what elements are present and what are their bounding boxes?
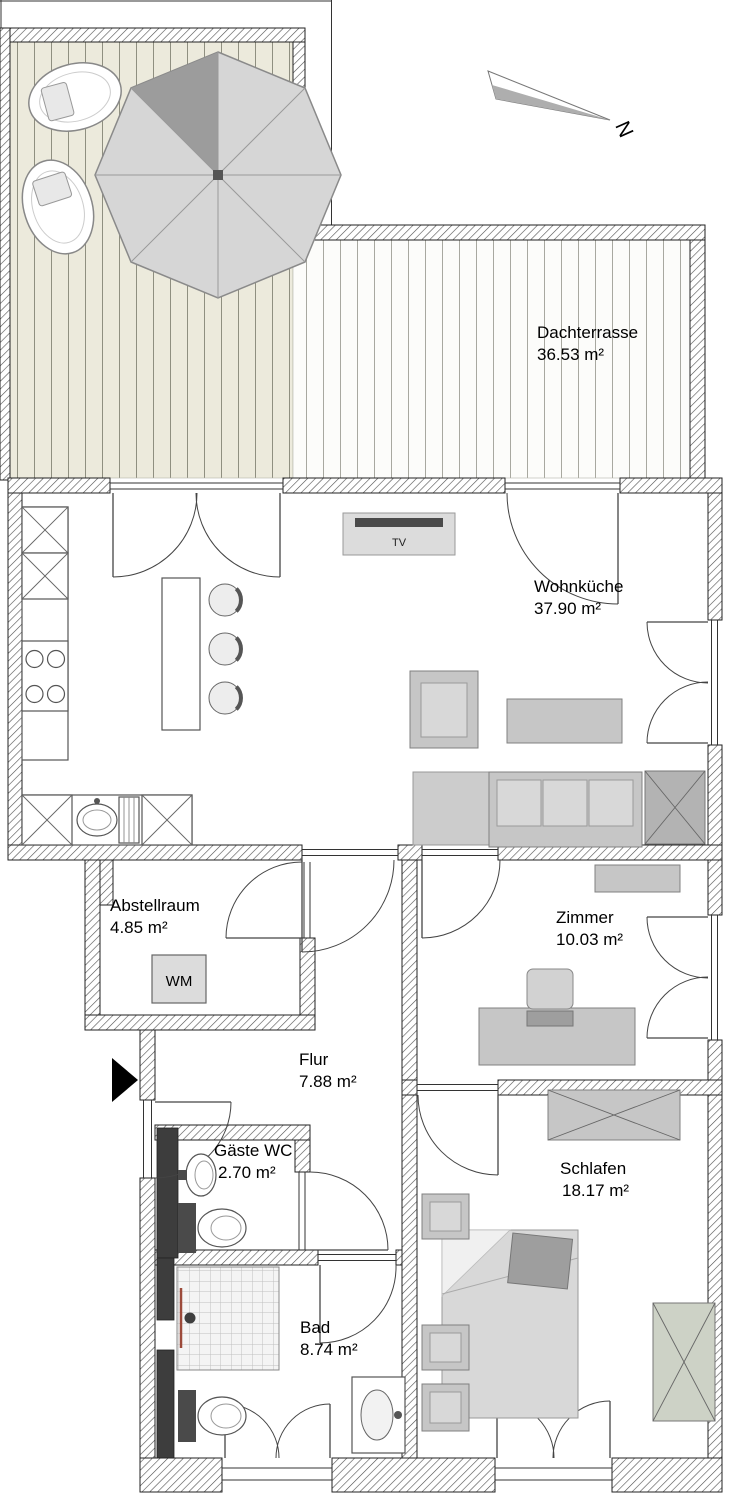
lounger-icon-2 xyxy=(21,159,95,255)
tv-screen-icon xyxy=(355,518,443,527)
living-room-furniture: TV xyxy=(342,512,706,848)
room-label-zimmer: Zimmer xyxy=(556,908,614,927)
washing-machine-label: WM xyxy=(166,973,193,990)
wc-toilet-icon xyxy=(197,1208,247,1248)
room-area-gaeste-wc: 2.70 m² xyxy=(218,1163,276,1182)
side-unit xyxy=(412,771,490,846)
room-label-bad: Bad xyxy=(300,1318,330,1337)
room-area-dachterrasse: 36.53 m² xyxy=(537,345,604,364)
north-label: N xyxy=(610,118,637,141)
tv-label: TV xyxy=(392,537,407,549)
storage-room: WM xyxy=(151,954,207,1004)
wc-toilet-tank-icon xyxy=(178,1203,196,1253)
kitchen-counter xyxy=(21,506,243,846)
kitchen-island xyxy=(161,577,201,731)
terrace-parapet-left xyxy=(0,27,11,481)
room-area-bad: 8.74 m² xyxy=(300,1340,358,1359)
sideboard xyxy=(594,864,681,893)
bathroom-sink-icon xyxy=(360,1389,394,1441)
room-labels: Dachterrasse 36.53 m² Wohnküche 37.90 m²… xyxy=(110,323,638,1359)
room-area-abstellraum: 4.85 m² xyxy=(110,918,168,937)
parasol-icon xyxy=(94,51,342,299)
entrance-arrow-icon xyxy=(112,1058,138,1102)
window-lines xyxy=(110,482,718,1481)
coffee-table xyxy=(506,698,623,744)
terrace-deck-right xyxy=(292,239,691,479)
lounger-icon xyxy=(28,62,122,132)
washing-machine-icon xyxy=(151,954,207,1004)
bathroom-fixtures xyxy=(176,1266,406,1454)
room-label-gaeste-wc: Gäste WC xyxy=(214,1141,292,1160)
toilet-icon xyxy=(197,1396,247,1436)
room-area-zimmer: 10.03 m² xyxy=(556,930,623,949)
terrace-parapet-top-left xyxy=(0,27,306,43)
installation-wall-bad-upper xyxy=(156,1257,175,1321)
toilet-tank-icon xyxy=(178,1390,196,1442)
room-label-abstellraum: Abstellraum xyxy=(110,896,200,915)
room-label-flur: Flur xyxy=(299,1050,329,1069)
terrace-parapet-top-right xyxy=(292,224,706,241)
shower-head-icon xyxy=(184,1312,196,1324)
room-area-wohnkueche: 37.90 m² xyxy=(534,599,601,618)
room-area-flur: 7.88 m² xyxy=(299,1072,357,1091)
wc-sink-icon xyxy=(185,1153,217,1197)
north-arrow-icon: N xyxy=(487,70,638,141)
room-area-schlafen: 18.17 m² xyxy=(562,1181,629,1200)
apartment-walls xyxy=(7,477,723,1493)
guest-wc-fixtures xyxy=(178,1153,247,1253)
monitor-icon xyxy=(526,1010,574,1027)
room-label-schlafen: Schlafen xyxy=(560,1159,626,1178)
desk-chair xyxy=(526,968,574,1010)
bedroom-furniture xyxy=(421,1089,716,1432)
room-label-wohnkueche: Wohnküche xyxy=(534,577,623,596)
terrace-parapet-right xyxy=(689,239,706,479)
installation-wall-wc xyxy=(156,1127,179,1259)
zimmer-furniture xyxy=(478,864,681,1066)
door-swings xyxy=(112,492,709,1459)
bar-stool-icon xyxy=(208,583,243,715)
installation-wall-bad-lower xyxy=(156,1349,175,1459)
room-label-dachterrasse: Dachterrasse xyxy=(537,323,638,342)
pillow-icon xyxy=(507,1232,574,1290)
